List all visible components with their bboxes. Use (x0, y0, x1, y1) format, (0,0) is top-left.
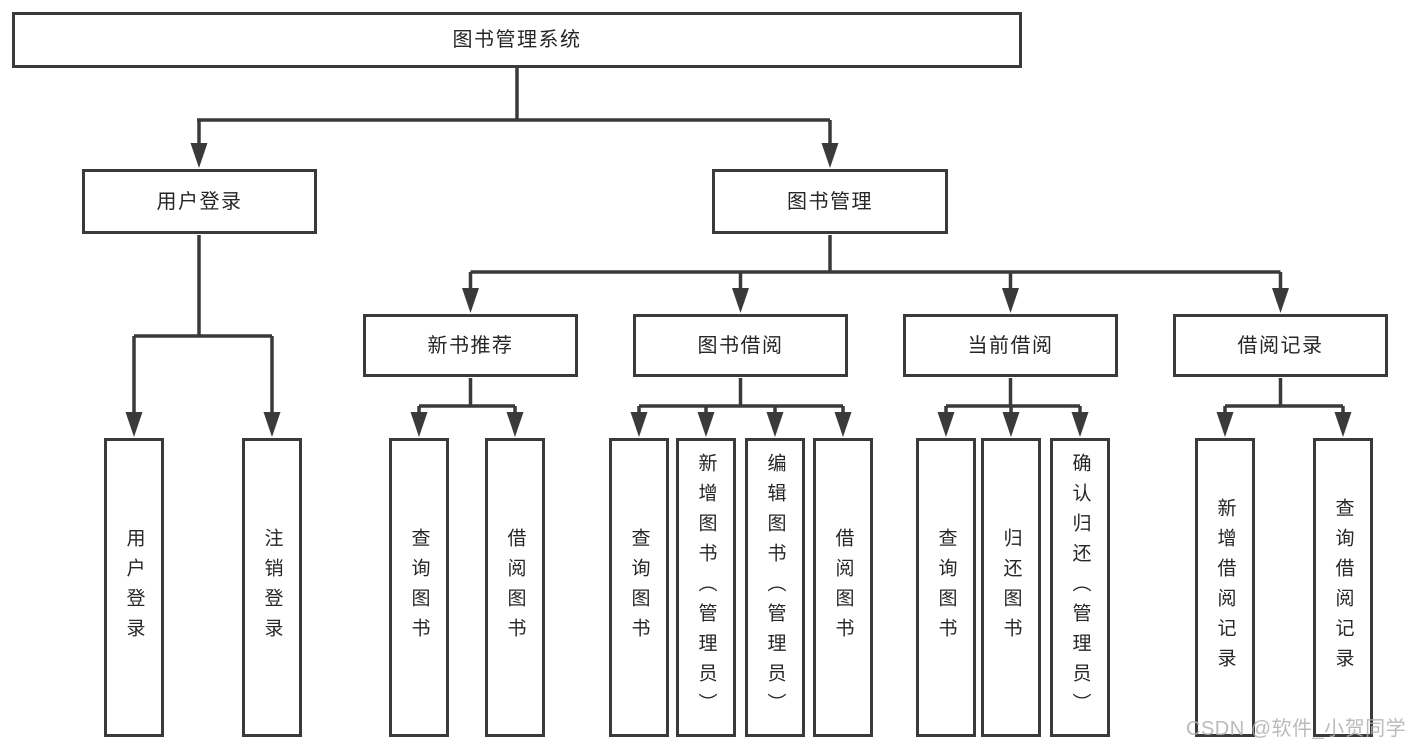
watermark: CSDN @软件_小贺同学 (1186, 718, 1405, 740)
leaf-logout: 注销登录 (242, 438, 302, 737)
leaf-add-borrow-record: 新增借阅记录 (1195, 438, 1255, 737)
leaf-edit-book-admin: 编辑图书（管理员） (745, 438, 805, 737)
node-current-borrow: 当前借阅 (903, 314, 1118, 377)
node-borrow-records: 借阅记录 (1173, 314, 1388, 377)
leaf-return-book: 归还图书 (981, 438, 1041, 737)
node-book-management-branch: 图书管理 (712, 169, 948, 234)
leaf-query-borrow-record: 查询借阅记录 (1313, 438, 1373, 737)
node-user-login-branch: 用户登录 (82, 169, 317, 234)
leaf-borrow-books-recommend: 借阅图书 (485, 438, 545, 737)
leaf-query-books-borrow: 查询图书 (609, 438, 669, 737)
leaf-add-book-admin: 新增图书（管理员） (676, 438, 736, 737)
node-root-system: 图书管理系统 (12, 12, 1022, 68)
leaf-borrow-books: 借阅图书 (813, 438, 873, 737)
leaf-user-login: 用户登录 (104, 438, 164, 737)
leaf-confirm-return-admin: 确认归还（管理员） (1050, 438, 1110, 737)
node-new-book-recommend: 新书推荐 (363, 314, 578, 377)
node-book-borrow: 图书借阅 (633, 314, 848, 377)
leaf-query-books-current: 查询图书 (916, 438, 976, 737)
leaf-query-books-recommend: 查询图书 (389, 438, 449, 737)
